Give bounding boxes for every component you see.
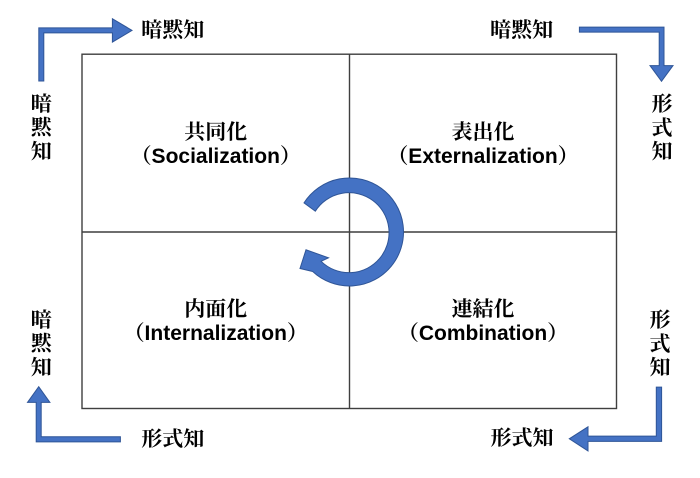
quadrant-externalization-jp-label: 表出化: [451, 115, 515, 146]
tacit-knowledge-label-top-right: 暗黙知: [490, 13, 554, 44]
cycle-arrow-icon: [299, 177, 404, 287]
matrix-grid: [81, 53, 618, 410]
quadrant-socialization: 共同化 （Socialization）: [82, 54, 350, 232]
explicit-knowledge-label-bottom-right: 形式知: [490, 421, 554, 452]
quadrant-internalization-jp-label: 内面化: [184, 292, 248, 323]
arrow-top-left-icon: [38, 17, 133, 82]
tacit-knowledge-label-top-left: 暗黙知: [141, 13, 205, 44]
quadrant-socialization-en-label: （Socialization）: [130, 140, 301, 170]
arrow-bottom-right-icon: [568, 386, 663, 452]
tacit-knowledge-label-left-bottom: 暗黙知: [26, 308, 57, 380]
quadrant-externalization: 表出化 （Externalization）: [350, 54, 617, 232]
explicit-knowledge-label-bottom-left: 形式知: [141, 422, 205, 453]
arrow-bottom-left-icon: [26, 385, 121, 443]
quadrant-combination-jp-label: 連結化: [451, 292, 515, 323]
quadrant-internalization: 内面化 （Internalization）: [82, 232, 350, 409]
explicit-knowledge-label-right-top: 形式知: [647, 92, 677, 164]
quadrant-internalization-en-label: （Internalization）: [123, 317, 308, 348]
quadrant-combination: 連結化 （Combination）: [350, 232, 617, 409]
quadrant-externalization-en-label: （Externalization）: [387, 140, 579, 170]
quadrant-socialization-jp-label: 共同化: [184, 115, 248, 146]
tacit-knowledge-label-left-top: 暗黙知: [26, 92, 57, 164]
quadrant-combination-en-label: （Combination）: [397, 317, 569, 348]
arrow-top-right-icon: [578, 26, 674, 83]
explicit-knowledge-label-right-bottom: 形式知: [645, 308, 675, 380]
